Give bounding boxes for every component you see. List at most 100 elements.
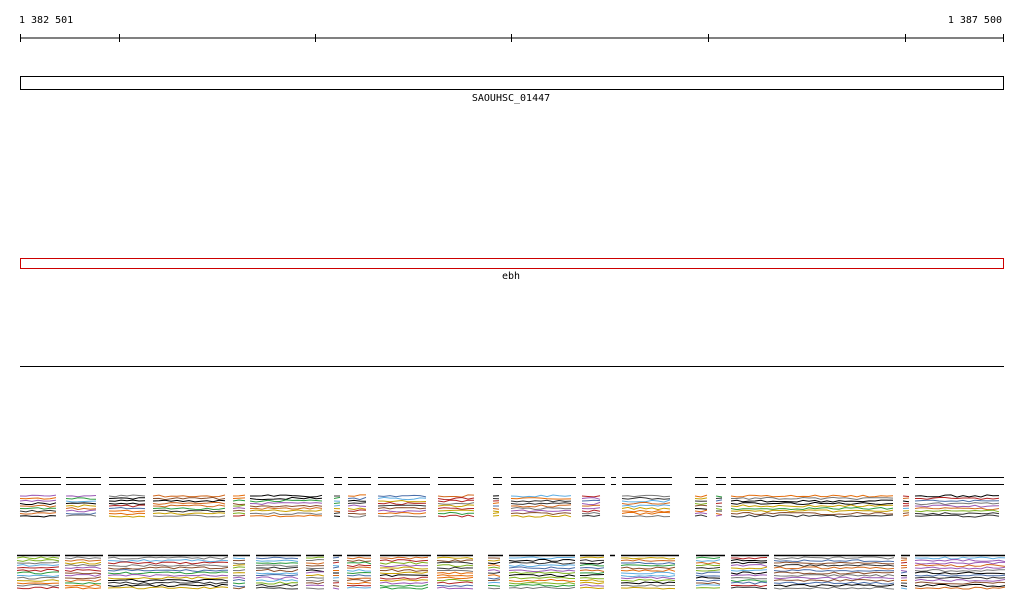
- alignment-read: [487, 577, 501, 580]
- alignment-read: [108, 502, 146, 505]
- alignment-read: [715, 499, 723, 502]
- alignment-read: [492, 515, 500, 517]
- gene-track-ebh[interactable]: ebh: [20, 258, 1004, 283]
- alignment-read: [232, 503, 246, 506]
- alignment-read: [620, 566, 676, 570]
- alignment-read: [620, 576, 676, 580]
- alignment-read: [902, 514, 910, 517]
- alignment-read: [16, 579, 60, 582]
- alignment-read: [731, 496, 894, 501]
- alignment-read: [730, 586, 768, 590]
- alignment-read: [730, 571, 768, 575]
- alignment-read: [914, 571, 1006, 575]
- alignment-read: [65, 500, 97, 503]
- alignment-read: [346, 566, 372, 569]
- alignment-read: [773, 559, 895, 563]
- alignment-read: [508, 581, 576, 585]
- alignment-read: [305, 576, 325, 579]
- alignment-read: [379, 561, 429, 565]
- gene-track-saouhsc-01447[interactable]: SAOUHSC_01447: [20, 76, 1004, 105]
- alignment-read: [731, 557, 768, 560]
- alignment-read: [108, 506, 146, 510]
- alignment-read: [232, 497, 246, 499]
- alignment-read: [730, 569, 768, 572]
- alignment-read: [305, 567, 325, 569]
- alignment-read: [249, 496, 323, 501]
- alignment-read: [914, 581, 1006, 585]
- alignment-read: [508, 578, 576, 582]
- alignment-read: [510, 494, 572, 498]
- alignment-read: [487, 574, 501, 577]
- alignment-read: [914, 494, 1000, 498]
- alignment-read: [379, 564, 429, 567]
- alignment-read: [510, 502, 572, 505]
- alignment-read: [695, 569, 721, 572]
- alignment-read: [436, 576, 474, 580]
- alignment-read: [914, 514, 1000, 518]
- alignment-read: [232, 494, 246, 497]
- alignment-read: [19, 499, 57, 502]
- alignment-read: [346, 556, 371, 560]
- alignment-read: [914, 558, 1006, 563]
- alignment-read: [305, 556, 325, 559]
- alignment-read: [108, 509, 146, 513]
- alignment-read: [508, 569, 576, 573]
- alignment-read: [333, 502, 341, 504]
- alignment-read: [695, 587, 721, 589]
- alignment-read: [579, 581, 605, 585]
- alignment-read: [509, 556, 576, 560]
- alignment-read: [436, 561, 474, 565]
- alignment-read: [694, 514, 708, 518]
- alignment-read: [19, 507, 56, 510]
- alignment-read: [306, 558, 325, 561]
- alignment-read: [730, 506, 894, 511]
- alignment-read: [65, 497, 97, 500]
- alignment-read: [773, 578, 895, 583]
- alignment-read: [730, 501, 894, 506]
- alignment-read: [379, 559, 429, 563]
- alignment-read: [715, 514, 723, 517]
- alignment-read: [579, 556, 605, 559]
- alignment-read: [232, 569, 246, 572]
- alignment-read: [581, 514, 601, 517]
- alignment-read: [902, 495, 910, 497]
- alignment-read: [64, 563, 102, 567]
- gene-box-ebh[interactable]: [20, 258, 1004, 269]
- alignment-read: [695, 575, 721, 577]
- alignment-read: [107, 558, 229, 563]
- alignment-read: [256, 573, 299, 577]
- alignment-read: [914, 504, 1000, 508]
- alignment-read: [16, 563, 60, 567]
- alignment-read: [232, 507, 246, 509]
- ruler-start-label: 1 382 501: [19, 15, 73, 26]
- ruler-ticks: [20, 34, 1004, 42]
- alignment-read: [377, 515, 427, 518]
- alignment-read: [19, 509, 57, 513]
- alignment-read: [695, 556, 721, 560]
- alignment-read: [16, 571, 59, 575]
- alignment-read: [581, 509, 601, 513]
- alignment-read: [152, 494, 226, 498]
- alignment-read: [436, 586, 474, 590]
- alignment-read: [510, 504, 572, 508]
- alignment-track-top: [19, 477, 1004, 518]
- alignment-read: [107, 571, 229, 575]
- alignment-read: [16, 582, 60, 585]
- alignment-read: [377, 507, 427, 510]
- alignment-read: [696, 581, 721, 585]
- alignment-read: [508, 561, 576, 565]
- alignment-read: [232, 509, 246, 512]
- alignment-read: [64, 559, 102, 562]
- alignment-read: [379, 584, 429, 587]
- alignment-read: [346, 578, 372, 582]
- gene-box-saouhsc-01447[interactable]: [20, 76, 1004, 90]
- alignment-read: [730, 509, 894, 513]
- alignment-read: [579, 559, 605, 562]
- alignment-read: [377, 499, 427, 503]
- alignment-read: [332, 566, 340, 569]
- alignment-read: [64, 561, 102, 565]
- alignment-read: [621, 514, 671, 518]
- alignment-read: [492, 510, 500, 513]
- alignment-read: [508, 586, 576, 590]
- alignment-read: [65, 512, 97, 515]
